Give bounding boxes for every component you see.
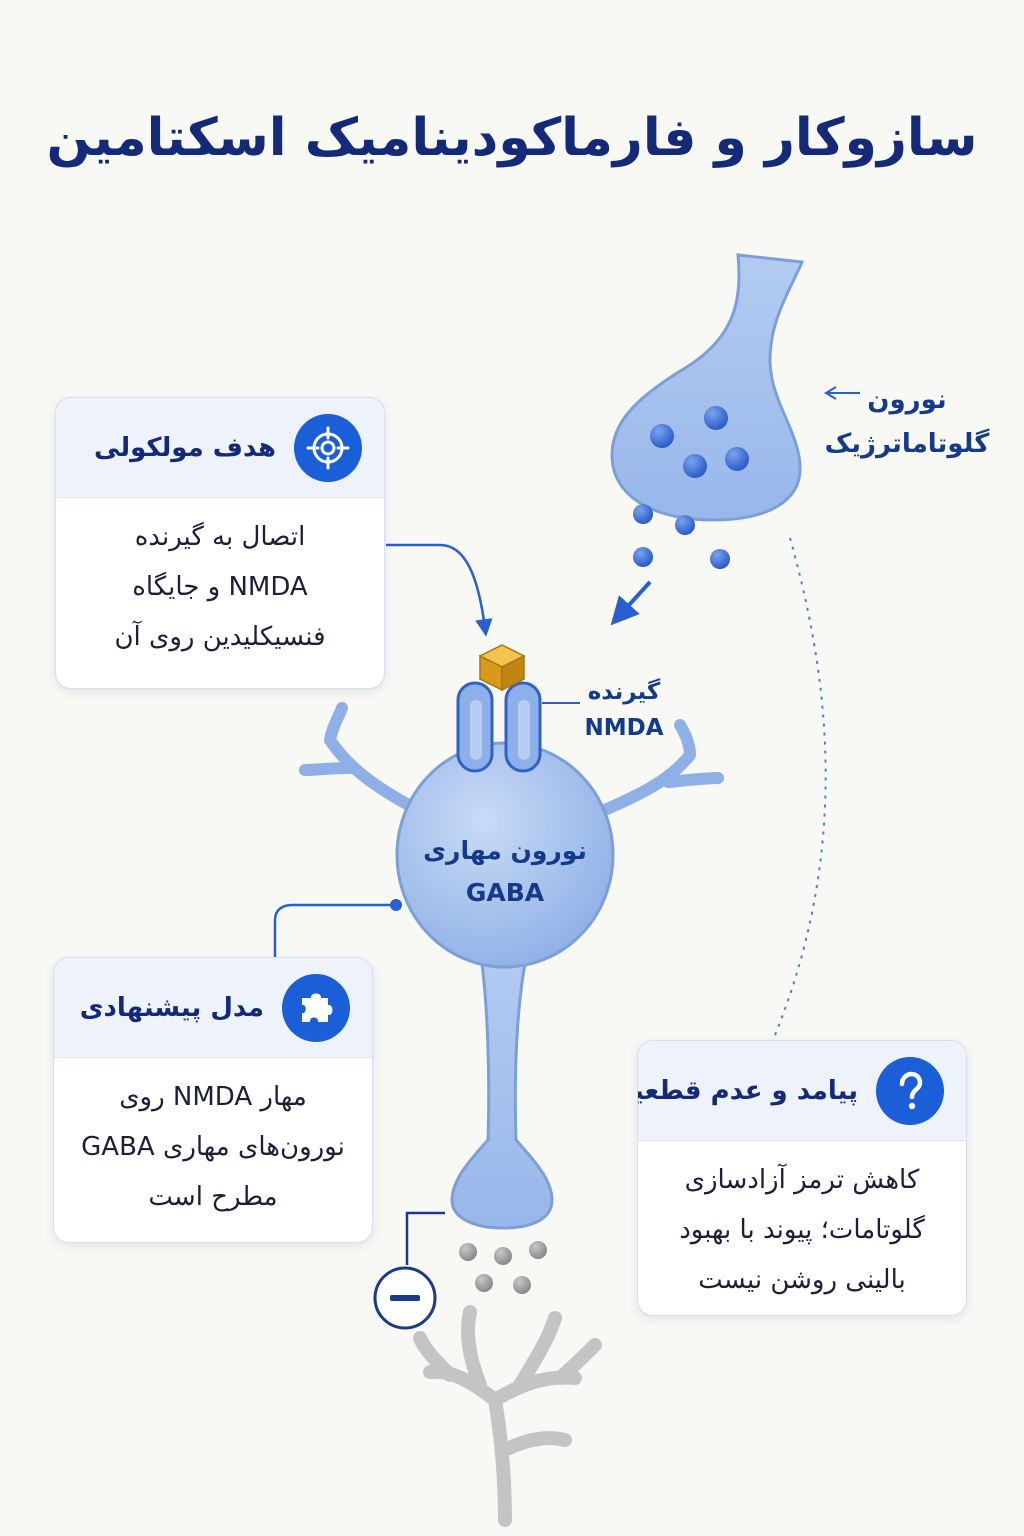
molecular-target-card-header: هدف مولکولی [56,398,384,498]
molecular-target-card: هدف مولکولی اتصال به گیرنده NMDA و جایگا… [55,397,385,689]
molecular-target-body: اتصال به گیرنده NMDA و جایگاه فنسیکلیدین… [114,522,326,652]
glutamate-vesicle [650,424,674,448]
glutamatergic-neuron-label: نورون گلوتاماترژیک [824,385,990,459]
ketamine-cube-icon [478,644,526,692]
glutamatergic-terminal [610,253,805,522]
question-icon [876,1056,944,1125]
model-connector-dot [390,899,402,911]
target-connector [386,543,493,637]
molecular-target-title: هدف مولکولی [94,432,276,463]
nmda-receptor [456,681,542,773]
gaba-neuron [299,702,724,1230]
puzzle-icon [282,973,350,1042]
postsynaptic-neuron [413,1305,602,1527]
glutamate-vesicle [683,454,707,478]
outcome-uncertainty-card-header: پیامد و عدم قطعیت [638,1041,966,1141]
page-title: سازوکار و فارماکودینامیک اسکتامین [46,108,978,168]
proposed-model-card: مدل پیشنهادی مهار NMDA روی نورون‌های مها… [53,957,373,1243]
arrow-left-icon [824,386,860,400]
release-arrow [610,580,652,626]
glutamate-vesicle [704,406,728,430]
released-glutamate [633,504,730,569]
gaba-neuron-label: نورون مهاری GABA [423,836,587,907]
target-icon [294,413,362,482]
outcome-uncertainty-card: پیامد و عدم قطعیت کاهش ترمز آزادسازی گلو… [637,1040,967,1316]
outcome-uncertainty-title: پیامد و عدم قطعیت [638,1075,858,1106]
proposed-model-body: مهار NMDA روی نورون‌های مهاری GABA مطرح … [81,1082,345,1212]
minus-icon [373,1266,437,1330]
glutamate-vesicle [725,447,749,471]
model-connector [273,903,395,957]
proposed-model-title: مدل پیشنهادی [79,992,264,1023]
feedback-dotted-line [774,537,827,1036]
outcome-uncertainty-body: کاهش ترمز آزادسازی گلوتامات؛ پیوند با به… [679,1165,925,1295]
inhibition-marker [373,1211,445,1330]
released-gaba [459,1241,547,1294]
proposed-model-card-header: مدل پیشنهادی [54,958,372,1058]
nmda-receptor-label: گیرنده NMDA [584,679,664,741]
